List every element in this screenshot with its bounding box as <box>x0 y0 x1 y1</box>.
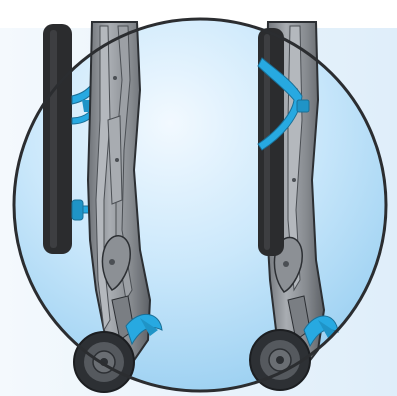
right-strap-buckle <box>297 100 309 112</box>
left-caster-wheel <box>74 332 134 392</box>
left-backrest-pad <box>43 24 72 254</box>
